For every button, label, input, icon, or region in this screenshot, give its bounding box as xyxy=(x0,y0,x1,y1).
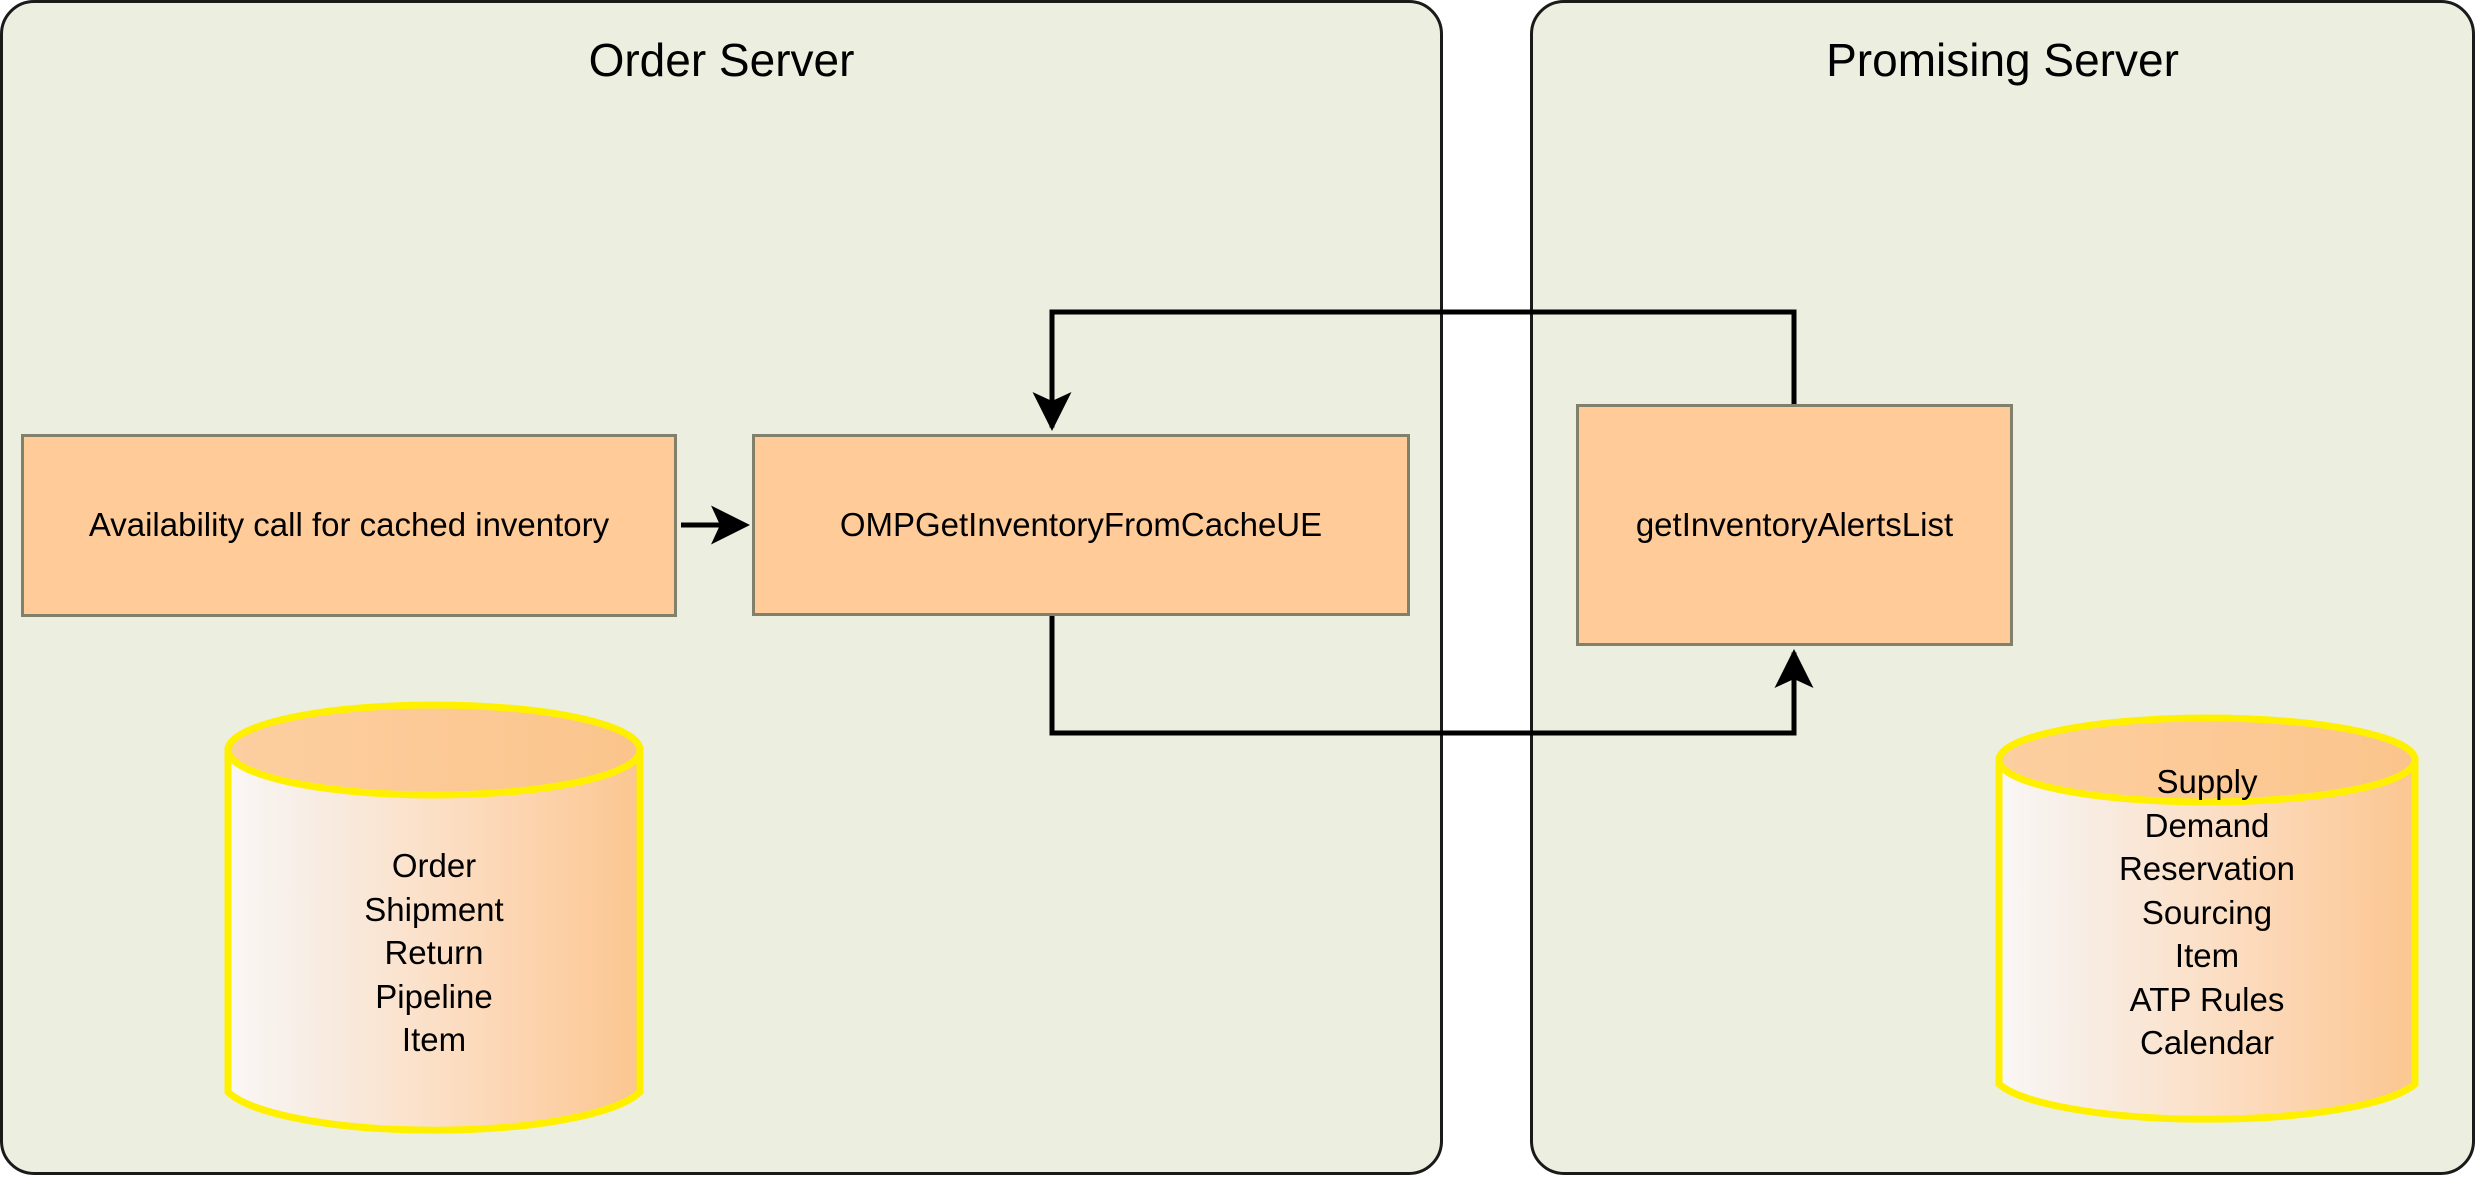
datastore-entity: Shipment xyxy=(364,890,504,928)
datastore-entity: Calendar xyxy=(2140,1024,2274,1062)
box-get-inventory-alerts-list-label: getInventoryAlertsList xyxy=(1635,505,1954,543)
box-get-inventory-alerts-list[interactable]: getInventoryAlertsList xyxy=(1576,404,2013,646)
box-omp-get-inventory-from-cache-ue-label: OMPGetInventoryFromCacheUE xyxy=(839,505,1323,543)
datastore-entity: ATP Rules xyxy=(2129,980,2285,1018)
datastore-entity: Return xyxy=(384,934,484,972)
database-cylinder-icon xyxy=(1995,714,2419,1123)
box-availability-call[interactable]: Availability call for cached inventory xyxy=(21,434,677,617)
datastore-order-server: Order Shipment Return Pipeline Item xyxy=(222,698,646,1144)
panel-order-server-title: Order Server xyxy=(588,34,855,86)
datastore-entity: Order xyxy=(391,847,477,884)
database-cylinder-icon xyxy=(224,701,644,1134)
datastore-entity: Item xyxy=(2174,937,2240,975)
datastore-entity: Sourcing xyxy=(2141,893,2273,931)
panel-promising-server-title: Promising Server xyxy=(1826,34,2179,86)
datastore-promising-server-label: Supply Demand Reservation Sourcing Item … xyxy=(1993,760,2421,1065)
datastore-entity: Reservation xyxy=(2118,850,2296,888)
datastore-entity: Item xyxy=(401,1021,467,1059)
datastore-entity: Pipeline xyxy=(375,977,493,1015)
datastore-entity: Demand xyxy=(2144,806,2270,844)
box-availability-call-label: Availability call for cached inventory xyxy=(88,506,610,544)
datastore-order-server-label: Order Shipment Return Pipeline Item xyxy=(222,844,646,1062)
datastore-entity: Supply xyxy=(2156,763,2258,800)
box-omp-get-inventory-from-cache-ue[interactable]: OMPGetInventoryFromCacheUE xyxy=(752,434,1410,616)
datastore-promising-server: Supply Demand Reservation Sourcing Item … xyxy=(1993,712,2421,1132)
